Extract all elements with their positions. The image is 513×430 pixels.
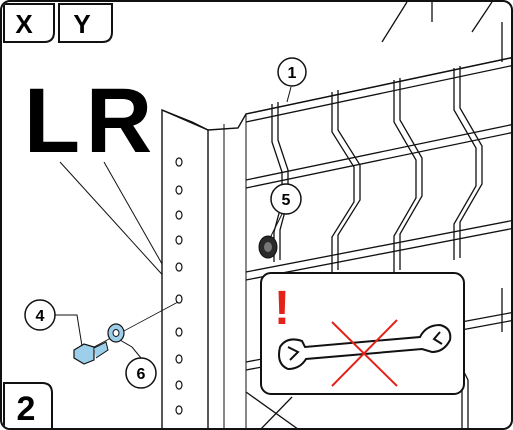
callout-1-label: 1 [288, 65, 297, 82]
callout-6: 6 [120, 340, 156, 388]
callout-5-label: 5 [282, 192, 291, 209]
callout-6-label: 6 [137, 366, 146, 383]
tab-y-label: Y [73, 9, 90, 39]
tab-x-label: X [15, 9, 33, 39]
side-right-label: R [86, 70, 152, 172]
left-pointer-line [60, 162, 178, 292]
tab-y[interactable]: Y [59, 4, 112, 42]
callout-4: 4 [25, 300, 82, 346]
warning-panel: ! [261, 273, 464, 394]
side-left-label: L [24, 70, 80, 172]
warning-mark: ! [274, 282, 290, 335]
callout-1: 1 [278, 58, 306, 102]
step-number: 2 [17, 390, 36, 428]
step-number-box: 2 [4, 383, 52, 430]
mesh-bolt-5 [259, 236, 277, 258]
washer-6-part [108, 324, 124, 342]
tab-x[interactable]: X [4, 4, 54, 42]
callout-4-label: 4 [36, 308, 45, 325]
